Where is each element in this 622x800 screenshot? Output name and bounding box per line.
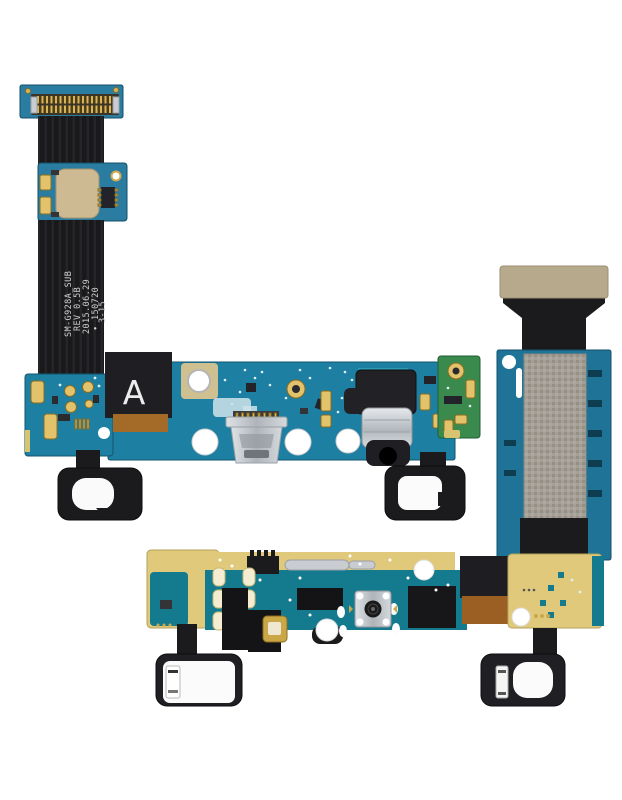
flex-ribbon-labeled	[38, 220, 104, 375]
charging-board-front: A	[24, 352, 481, 521]
screw-hole	[187, 369, 211, 393]
screw-hole	[511, 607, 531, 627]
screw-hole	[502, 355, 516, 369]
screw-hole	[191, 428, 219, 456]
fold-flex-a	[105, 352, 172, 418]
key-backlight-window	[513, 662, 553, 698]
micro-usb-port	[225, 411, 288, 464]
emi-shield-gray	[523, 353, 587, 521]
black-component	[408, 586, 456, 628]
metal-bracket	[284, 559, 350, 571]
key-backlight-window	[163, 661, 235, 703]
usb-flange	[225, 416, 288, 428]
screw-hole	[413, 559, 435, 581]
flex-label-line1: SM-G928A_SUB	[64, 271, 74, 337]
headphone-jack	[344, 368, 417, 466]
gold-ring-hole	[110, 170, 122, 182]
small-ic	[444, 396, 462, 404]
screw-hole-small	[98, 427, 110, 439]
green-pcb	[437, 355, 481, 439]
back-via-dots	[156, 554, 450, 627]
copper-band	[113, 414, 168, 432]
top-flex-assembly: SM-G928A_SUB REV 0.5B 2015.06.29 ∙ 15072…	[19, 84, 128, 375]
contact-pad	[454, 414, 468, 425]
flex-label-line4: ∙ 150720	[91, 287, 101, 331]
right-vertical-flex	[496, 265, 612, 561]
emi-shield-tan	[55, 168, 100, 219]
dome-switch	[349, 590, 397, 628]
fiducial-dot	[113, 87, 119, 93]
antenna-pad	[43, 413, 58, 440]
back-junction-dark	[460, 556, 515, 598]
left-key-tail	[57, 450, 143, 521]
gold-test-point	[84, 399, 94, 409]
board-marking-a: A	[123, 373, 146, 412]
shield-edge-dashes	[504, 370, 602, 497]
small-ic	[101, 187, 115, 208]
btb-pin-row-bottom	[36, 105, 114, 113]
tan-stiffener-pad	[499, 265, 609, 299]
antenna-pad	[30, 380, 45, 404]
contact-pad	[320, 414, 332, 428]
led-strip	[495, 665, 509, 699]
usb-pin-row	[233, 411, 279, 420]
gold-test-point	[65, 401, 77, 413]
flex-lower	[520, 518, 588, 558]
key-backlight-window	[72, 478, 114, 510]
contact-pad	[419, 393, 431, 411]
gold-test-point	[82, 381, 94, 393]
back-right-key-tail	[480, 628, 566, 707]
copper-flex-patch	[462, 596, 512, 624]
screw-hole	[284, 428, 312, 456]
connector-clip-left	[30, 96, 38, 114]
gold-test-point	[64, 385, 76, 397]
flex-label-line2: REV 0.5B	[73, 287, 83, 331]
back-left-teal-patch	[150, 572, 188, 626]
back-right-teal-edge	[592, 556, 604, 626]
flex-label-line3: 2015.06.29	[82, 279, 92, 334]
right-key-tail	[384, 452, 466, 521]
comb-flex	[247, 556, 279, 574]
flex-ribbon-upper	[38, 116, 104, 165]
flex-label-line5: 3-15	[98, 301, 108, 323]
right-yellow-details	[511, 572, 582, 627]
key-backlight-window	[398, 476, 442, 510]
back-left-key-tail	[155, 624, 243, 707]
contact-pad	[465, 379, 476, 399]
screw-hole	[335, 428, 361, 454]
contact-pad	[320, 390, 332, 412]
board-edge-yellow	[25, 430, 30, 452]
flex-label-text: SM-G928A_SUB REV 0.5B 2015.06.29 ∙ 15072…	[64, 271, 108, 337]
connector-clip-right	[112, 96, 120, 114]
flex-taper	[503, 296, 605, 354]
charging-board-back	[146, 549, 604, 707]
fiducial-dot	[25, 88, 31, 94]
jack-opening	[379, 447, 397, 465]
btb-pin-row-top	[36, 96, 114, 104]
black-component	[297, 588, 343, 610]
jack-housing	[355, 369, 417, 415]
metal-bracket	[348, 560, 376, 570]
screw-hole	[315, 618, 339, 642]
black-component	[222, 588, 248, 650]
solder-pad	[39, 196, 52, 215]
solder-pad	[39, 174, 52, 191]
small-ic	[246, 383, 256, 392]
